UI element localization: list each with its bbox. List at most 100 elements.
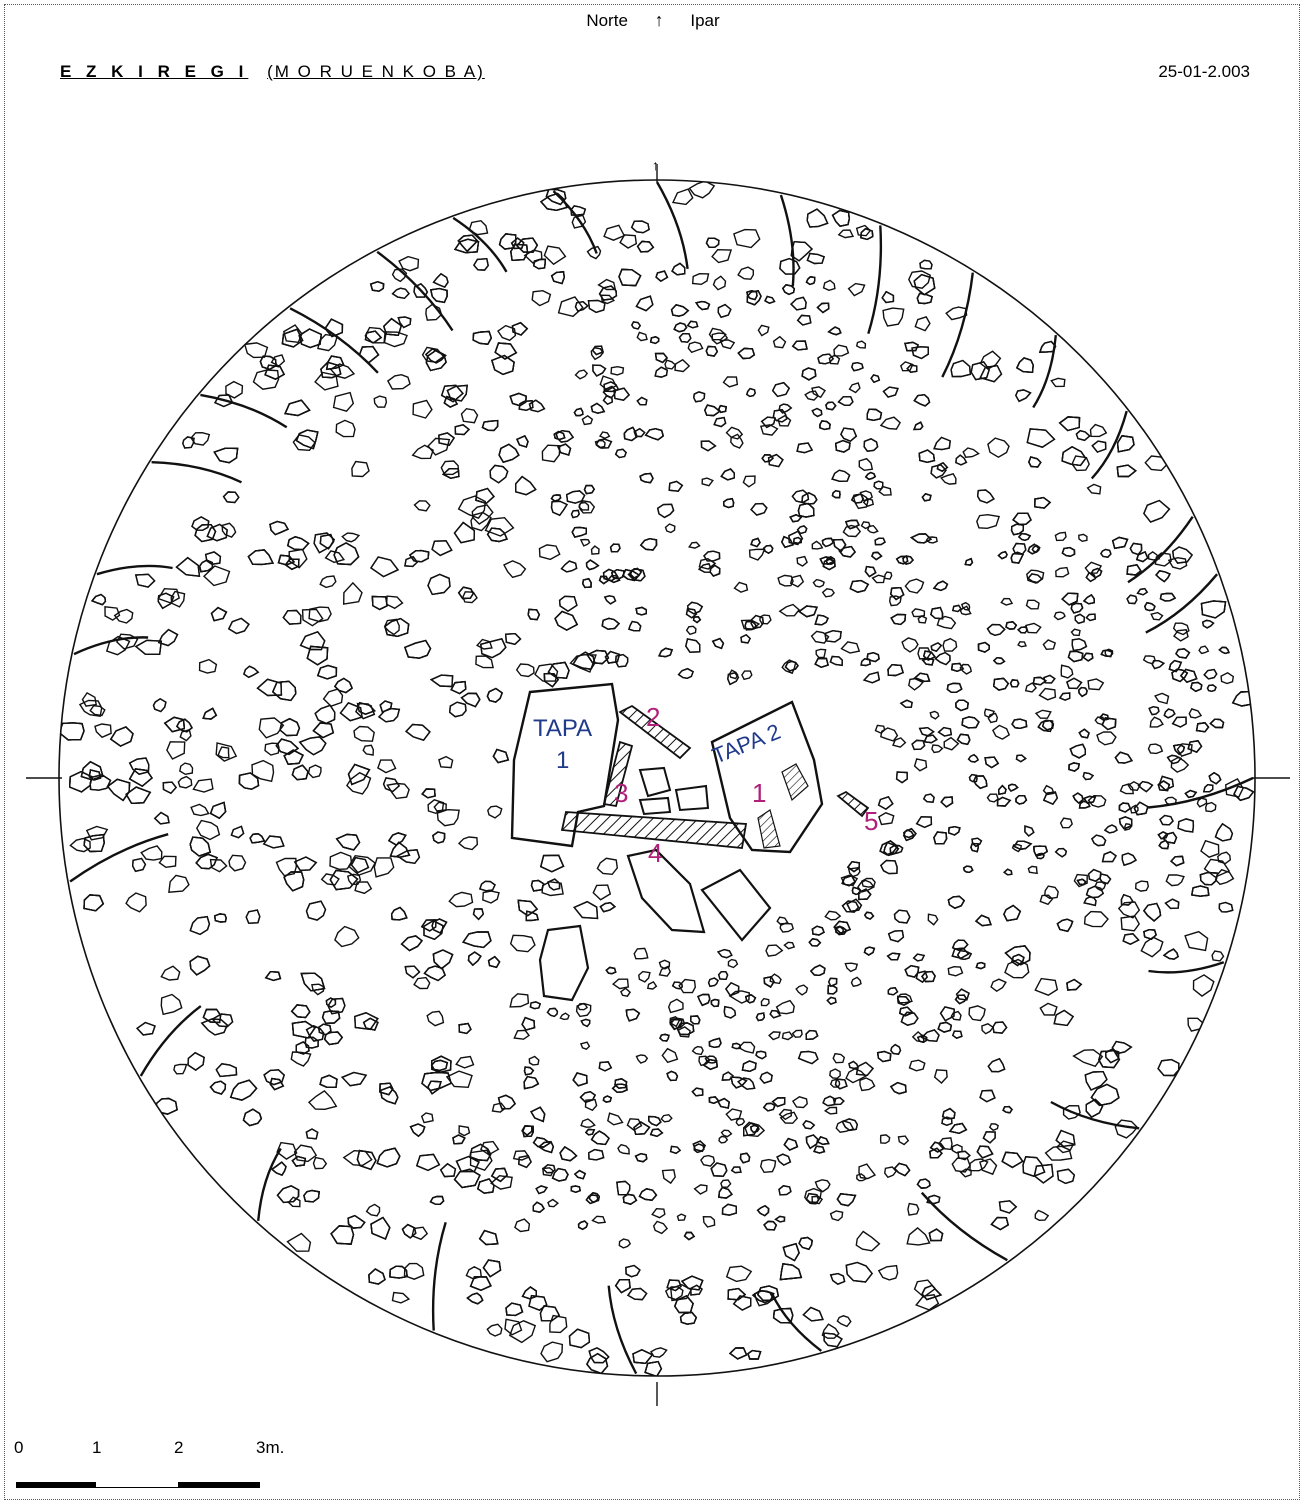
stone — [584, 1128, 596, 1136]
stone — [922, 793, 935, 803]
stone — [370, 556, 400, 578]
stone — [1016, 357, 1034, 374]
stone — [771, 381, 791, 398]
stone — [802, 1306, 824, 1322]
stone — [429, 1195, 445, 1206]
stone — [59, 722, 85, 741]
stone — [987, 1057, 1006, 1073]
stone — [1053, 611, 1066, 621]
stone — [598, 575, 610, 585]
stone — [450, 680, 467, 695]
stone — [915, 970, 929, 983]
stone — [568, 1328, 591, 1349]
stone — [776, 1153, 792, 1166]
stone — [914, 316, 931, 332]
stone — [497, 324, 517, 342]
stone — [856, 1173, 867, 1182]
stone — [986, 793, 999, 803]
stone — [806, 252, 825, 265]
stone — [373, 395, 388, 408]
stone — [187, 1051, 205, 1071]
stone — [1078, 686, 1088, 698]
stone — [429, 287, 448, 304]
stone — [313, 532, 336, 554]
stone — [808, 938, 822, 947]
stone — [636, 331, 648, 342]
stone — [325, 355, 345, 371]
stone — [797, 502, 815, 518]
stone — [874, 724, 886, 734]
stone — [1200, 839, 1220, 858]
stone — [521, 1016, 536, 1031]
stone — [867, 524, 879, 534]
stone — [693, 391, 706, 403]
stone — [571, 214, 587, 229]
stone — [976, 1145, 994, 1159]
title-main: E Z K I R E G I — [60, 62, 249, 81]
stone — [510, 243, 529, 262]
stone — [876, 1050, 892, 1063]
stone — [750, 537, 761, 548]
scale-segment-open — [96, 1482, 178, 1488]
radial-crack — [431, 1221, 447, 1331]
stone — [940, 796, 954, 808]
stone — [730, 1166, 742, 1174]
stone — [515, 663, 535, 678]
stone — [831, 469, 851, 483]
north-label-es: Norte — [586, 10, 628, 30]
stone — [759, 614, 772, 625]
stone — [276, 1185, 300, 1204]
stone — [603, 381, 620, 393]
stone — [346, 771, 372, 795]
stone — [968, 1005, 986, 1022]
stone — [630, 321, 642, 330]
stone — [590, 402, 606, 414]
stone — [558, 595, 578, 613]
stone — [693, 1184, 708, 1195]
stone — [633, 947, 649, 960]
stone — [592, 884, 612, 901]
stone — [325, 997, 337, 1009]
stone — [889, 1081, 907, 1095]
stone — [984, 756, 1000, 769]
stone — [1025, 599, 1040, 610]
stone — [873, 480, 884, 490]
stone — [816, 302, 830, 314]
stone — [840, 427, 858, 443]
stone — [911, 739, 926, 751]
stone — [330, 1225, 355, 1245]
stone — [478, 1229, 499, 1246]
stone — [893, 909, 911, 924]
stone — [777, 414, 792, 427]
stone — [1209, 718, 1225, 729]
stone — [639, 472, 654, 484]
stone — [704, 404, 721, 417]
radial-crack — [376, 250, 454, 332]
stone — [383, 331, 408, 348]
stone — [981, 1023, 995, 1035]
stone — [291, 764, 309, 781]
stone — [1167, 556, 1188, 570]
stone — [1002, 1105, 1013, 1114]
stone — [1082, 593, 1095, 605]
stone — [1070, 602, 1084, 614]
chamber-orthostats — [560, 704, 870, 849]
stone — [1147, 743, 1164, 755]
stone — [504, 632, 522, 646]
stone — [421, 788, 436, 799]
stone — [195, 819, 221, 841]
stone — [176, 718, 193, 733]
stone — [722, 497, 735, 509]
stone — [635, 295, 654, 312]
stone — [908, 1059, 926, 1072]
stone — [628, 620, 642, 632]
stone — [636, 396, 648, 406]
stone — [677, 667, 694, 680]
stone — [334, 677, 353, 694]
stone — [430, 1055, 452, 1073]
stone — [762, 1102, 776, 1112]
stone — [977, 641, 990, 653]
stone — [956, 733, 971, 746]
stone — [768, 1031, 781, 1041]
stone — [805, 1029, 819, 1041]
